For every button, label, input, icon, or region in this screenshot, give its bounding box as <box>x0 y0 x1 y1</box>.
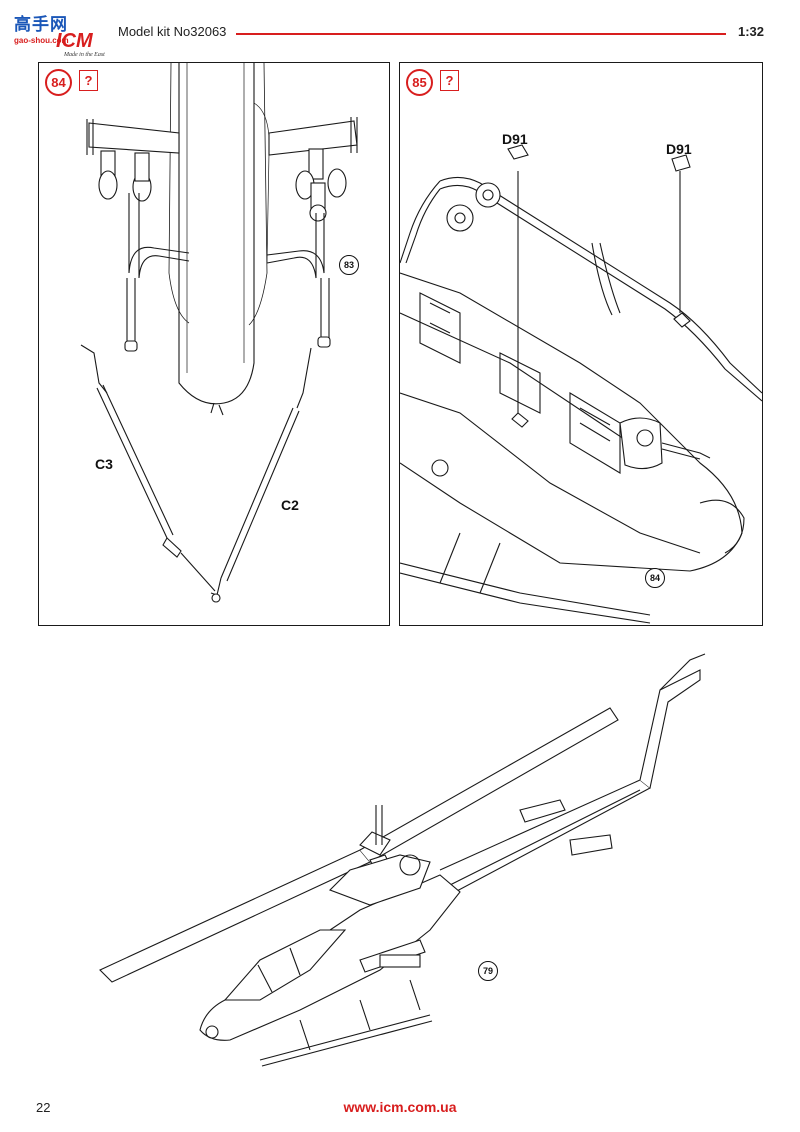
step-85-number: 85 <box>406 69 433 96</box>
kit-scale: 1:32 <box>737 24 764 39</box>
step-84-panel: 84 ? C3 C2 83 <box>38 62 390 626</box>
kit-title: Model kit No32063 <box>118 24 227 39</box>
step-85-help-icon[interactable]: ? <box>440 70 459 91</box>
reference-step-79: 79 <box>478 961 498 981</box>
logo-tagline: Made in the East <box>64 52 105 58</box>
page-header: 高手网 gao-shou.com ICM Made in the East Mo… <box>0 0 800 60</box>
page-number: 22 <box>36 1100 51 1115</box>
part-label-d91-left: D91 <box>502 131 528 147</box>
part-label-c3: C3 <box>95 456 113 472</box>
logo-url-text: gao-shou.com <box>14 36 69 45</box>
logo-cn-text: 高手网 <box>14 15 68 35</box>
publisher-logo[interactable]: 高手网 gao-shou.com ICM Made in the East <box>6 6 106 58</box>
website-link[interactable]: www.icm.com.ua <box>343 1099 457 1115</box>
step-84-help-icon[interactable]: ? <box>79 70 98 91</box>
step-85-panel: 85 ? D91 D91 84 <box>399 62 763 626</box>
step-84-drawing <box>80 63 358 603</box>
reference-step-84: 84 <box>645 568 665 588</box>
part-label-d91-right: D91 <box>666 141 692 157</box>
reference-step-83: 83 <box>339 255 359 275</box>
logo-brand-text: ICM <box>56 30 93 52</box>
part-label-c2: C2 <box>281 497 299 513</box>
step-84-number: 84 <box>45 69 72 96</box>
helicopter-overview: 79 <box>0 630 800 1080</box>
step-85-drawing <box>400 144 762 624</box>
header-divider <box>236 33 726 35</box>
helicopter-overview-drawing <box>99 653 706 1067</box>
